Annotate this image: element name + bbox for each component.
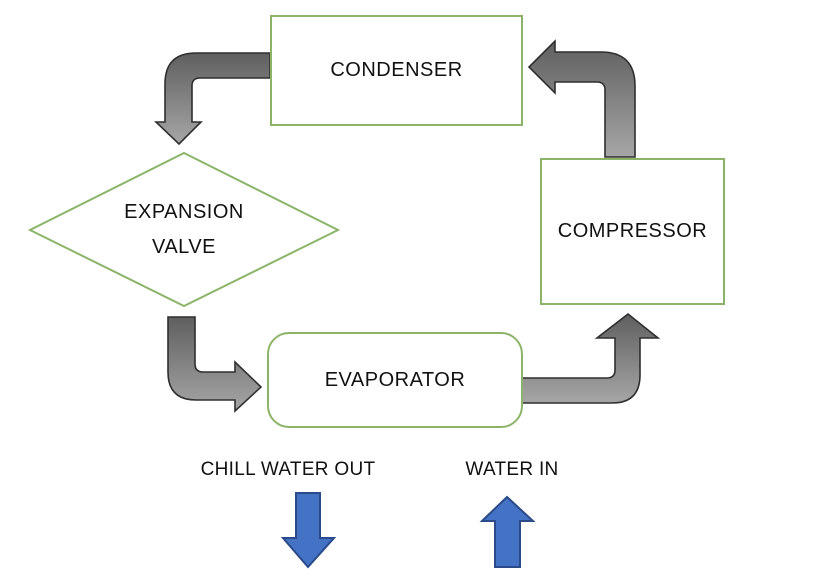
chill-water-out-arrow-icon (280, 492, 337, 569)
node-compressor: COMPRESSOR (540, 158, 725, 305)
node-expansion-valve-label-line2: VALVE (151, 236, 216, 258)
elbow-arrow-evaporator-to-compressor-icon (521, 312, 661, 404)
elbow-arrow-compressor-to-condenser-icon (527, 39, 636, 158)
elbow-arrow-condenser-to-expansion-valve-icon (154, 52, 271, 146)
node-evaporator: EVAPORATOR (267, 332, 523, 428)
node-compressor-label: COMPRESSOR (557, 220, 708, 242)
node-condenser-label: CONDENSER (330, 59, 463, 81)
node-expansion-valve: EXPANSION VALVE (30, 154, 338, 306)
water-in-arrow-icon (479, 495, 536, 568)
node-expansion-valve-shape (27, 151, 341, 308)
water-in-label: WATER IN (465, 459, 559, 480)
elbow-arrow-expansion-valve-to-evaporator-icon (167, 316, 263, 413)
node-expansion-valve-label-line1: EXPANSION (124, 201, 244, 223)
node-condenser: CONDENSER (270, 15, 523, 126)
chill-water-out-label: CHILL WATER OUT (200, 459, 376, 480)
node-evaporator-label: EVAPORATOR (324, 368, 466, 391)
